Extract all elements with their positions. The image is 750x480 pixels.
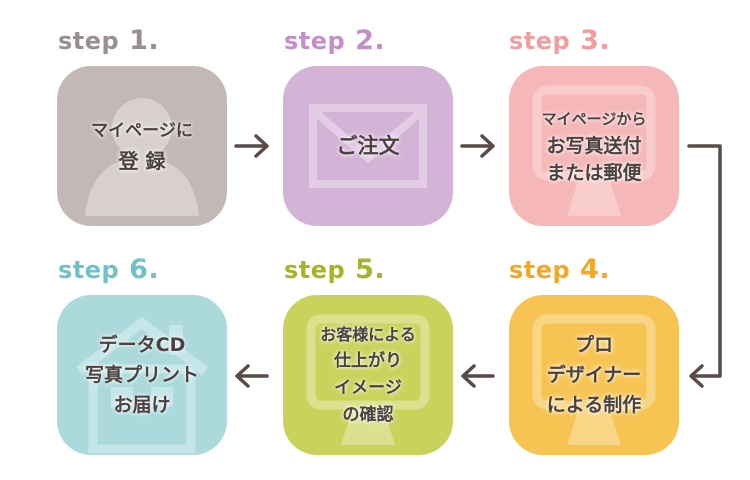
step-2-label: step 2. xyxy=(284,25,386,56)
step-4-card: プロ デザイナー による制作 xyxy=(509,295,679,455)
step-1-card: マイページに 登 録 xyxy=(57,66,227,226)
step-6-card: データCD 写真プリント お届け xyxy=(57,295,227,455)
step-6-line-3: お届け xyxy=(113,394,171,416)
envelope-icon xyxy=(309,104,427,188)
step-5-line-3: イメージ xyxy=(334,378,402,398)
monitor-icon xyxy=(532,85,656,216)
step-6-label: step 6. xyxy=(58,254,160,285)
step-5-line-2: 仕上がり xyxy=(334,351,402,371)
monitor-icon xyxy=(532,314,656,445)
step-3-line-2: お写真送付 xyxy=(546,134,642,157)
step-4-line-1: プロ xyxy=(574,334,613,356)
step-5-line-1: お客様による xyxy=(320,325,416,344)
step-3-card: マイページから お写真送付 または郵便 xyxy=(509,66,679,226)
step-6-line-2: 写真プリント xyxy=(84,364,199,386)
step-1-line-2: 登 録 xyxy=(118,149,166,173)
step-4-label: step 4. xyxy=(509,254,611,285)
house-icon xyxy=(75,316,209,454)
step-2-line-1: ご注文 xyxy=(336,134,400,158)
step-3-line-3: または郵便 xyxy=(546,161,642,184)
step-1-label: step 1. xyxy=(58,25,160,56)
arrow-right-1-to-2-icon xyxy=(234,134,269,158)
step-2-card: ご注文 xyxy=(283,66,453,226)
arrow-right-2-to-3-icon xyxy=(460,134,495,158)
step-4-line-3: による制作 xyxy=(546,394,642,416)
connector-3-to-4-icon xyxy=(687,144,722,388)
step-5-label: step 5. xyxy=(284,254,386,285)
step-4-line-2: デザイナー xyxy=(546,364,642,386)
arrow-left-4-to-5-icon xyxy=(461,364,495,388)
step-3-line-1: マイページから xyxy=(541,109,647,128)
step-6-line-1: データCD xyxy=(98,334,186,356)
person-silhouette-icon xyxy=(85,98,199,216)
step-5-card: お客様による 仕上がり イメージ の確認 xyxy=(283,295,453,455)
monitor-icon xyxy=(306,314,430,445)
step-1-line-1: マイページに xyxy=(91,121,193,141)
step-3-label: step 3. xyxy=(509,25,611,56)
arrow-left-5-to-6-icon xyxy=(235,364,269,388)
step-5-line-4: の確認 xyxy=(342,405,394,425)
